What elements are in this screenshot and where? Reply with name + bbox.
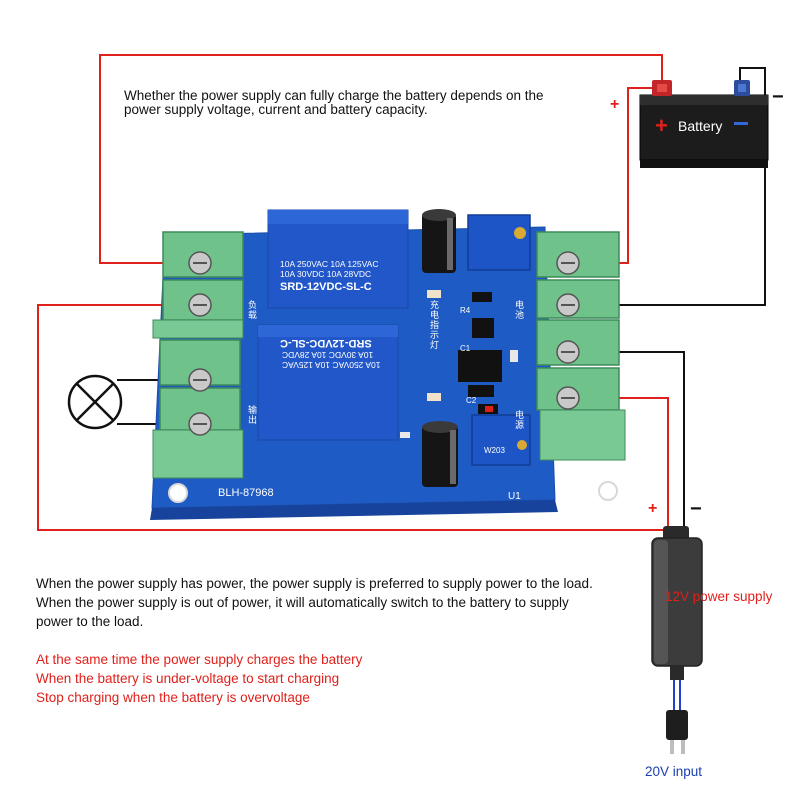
board-label-power: 电源 [515, 410, 525, 430]
board-label-u1: U1 [508, 491, 521, 502]
battery-label: Battery [678, 118, 723, 134]
board-label-output: 输出 [248, 405, 258, 425]
relay-top [267, 209, 409, 309]
relay-top-rating-2: 10A 30VDC 10A 28VDC [280, 269, 372, 279]
lamp-symbol [67, 374, 123, 430]
top-note-line-2: power supply voltage, current and batter… [124, 102, 428, 117]
feature-line-1: At the same time the power supply charge… [36, 652, 363, 667]
terminal-block-left [152, 231, 244, 479]
supply-negative-sign: − [690, 498, 702, 520]
relay-top-model: SRD-12VDC-SL-C [280, 281, 372, 293]
pcb-board [150, 209, 618, 520]
board-model-label: BLH-87968 [218, 487, 274, 499]
relay-bottom-rating-1: 10A 30VDC 10A 28VDC [282, 350, 374, 360]
board-label-indicator: 充电指示灯 [430, 300, 440, 350]
supply-positive-sign: + [648, 500, 658, 517]
description-line-3: power to the load. [36, 614, 144, 629]
board-label-w203: W203 [484, 446, 505, 455]
battery-negative-sign: − [772, 86, 784, 108]
board-label-battery: 电池 [515, 300, 525, 320]
relay-bottom [257, 324, 399, 441]
potentiometer-top [467, 214, 531, 271]
feature-line-2: When the battery is under-voltage to sta… [36, 671, 340, 686]
battery-plus-mark: + [655, 113, 668, 138]
power-supply-label: 12V power supply [665, 589, 773, 604]
relay-top-rating-1: 10A 250VAC 10A 125VAC [280, 259, 379, 269]
terminal-block-right [536, 231, 626, 461]
input-label: 20V input [645, 764, 703, 779]
top-note-line-1: Whether the power supply can fully charg… [124, 88, 544, 103]
load-positive-wire [37, 304, 668, 531]
power-adapter [651, 526, 703, 754]
description-line-2: When the power supply is out of power, i… [36, 595, 569, 610]
description-line-1: When the power supply has power, the pow… [36, 576, 593, 591]
capacitor-bottom [422, 421, 458, 487]
relay-bottom-model: SRD-12VDC-SL-C [280, 337, 372, 349]
feature-line-3: Stop charging when the battery is overvo… [36, 690, 310, 705]
board-label-r4: R4 [460, 306, 471, 315]
relay-bottom-rating-2: 10A 250VAC 10A 125VAC [282, 360, 381, 370]
battery-negative-wire [568, 67, 766, 306]
board-label-c2: C2 [466, 396, 477, 405]
board-label-c1: C1 [460, 344, 471, 353]
board-label-load: 负载 [248, 300, 258, 320]
battery-positive-wire [99, 54, 663, 264]
battery-minus-mark [734, 122, 748, 125]
potentiometer-bottom [471, 414, 531, 466]
capacitor-top [422, 209, 456, 273]
battery-positive-sign: + [610, 96, 620, 113]
battery: + [639, 80, 769, 168]
